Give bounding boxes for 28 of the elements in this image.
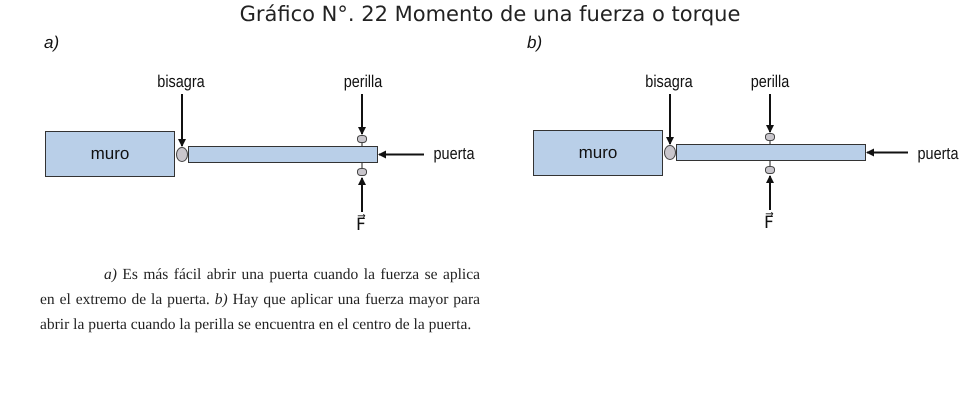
part-label: bisagra (156, 72, 206, 92)
panel-letter: a) (44, 32, 60, 54)
leader-arrow (358, 94, 366, 135)
hinge-circle (176, 147, 188, 162)
leader-arrow (766, 94, 774, 133)
knob (765, 133, 775, 141)
diagram-title: Gráfico N°. 22 Momento de una fuerza o torque (240, 2, 740, 26)
force-symbol: F⃗ (356, 214, 366, 236)
leader-arrow (866, 148, 908, 156)
leader-arrow (378, 150, 424, 158)
force-symbol: F⃗ (764, 212, 774, 234)
door-bar (676, 144, 866, 161)
hinge-circle (664, 145, 676, 160)
leader-arrow (178, 94, 186, 147)
part-label: perilla (340, 72, 386, 92)
knob (765, 166, 775, 174)
part-label: bisagra (644, 72, 694, 92)
leader-arrow (666, 94, 674, 145)
part-label: perilla (748, 72, 792, 92)
panel-letter: b) (527, 32, 542, 54)
wall-box: muro (45, 131, 175, 177)
knob (357, 168, 367, 176)
wall-box: muro (533, 130, 663, 176)
door-bar (188, 146, 378, 163)
figure-caption: a) Es más fácil abrir una puerta cuando la fuerza se aplica en el extremo de la puerta. b) Hay que aplicar una fuerza mayor para abrir la puerta cuando la perilla se encuentra en el centro de la puerta. (40, 265, 480, 335)
part-label: puerta (432, 144, 476, 164)
part-label: puerta (916, 144, 960, 164)
knob (357, 135, 367, 143)
